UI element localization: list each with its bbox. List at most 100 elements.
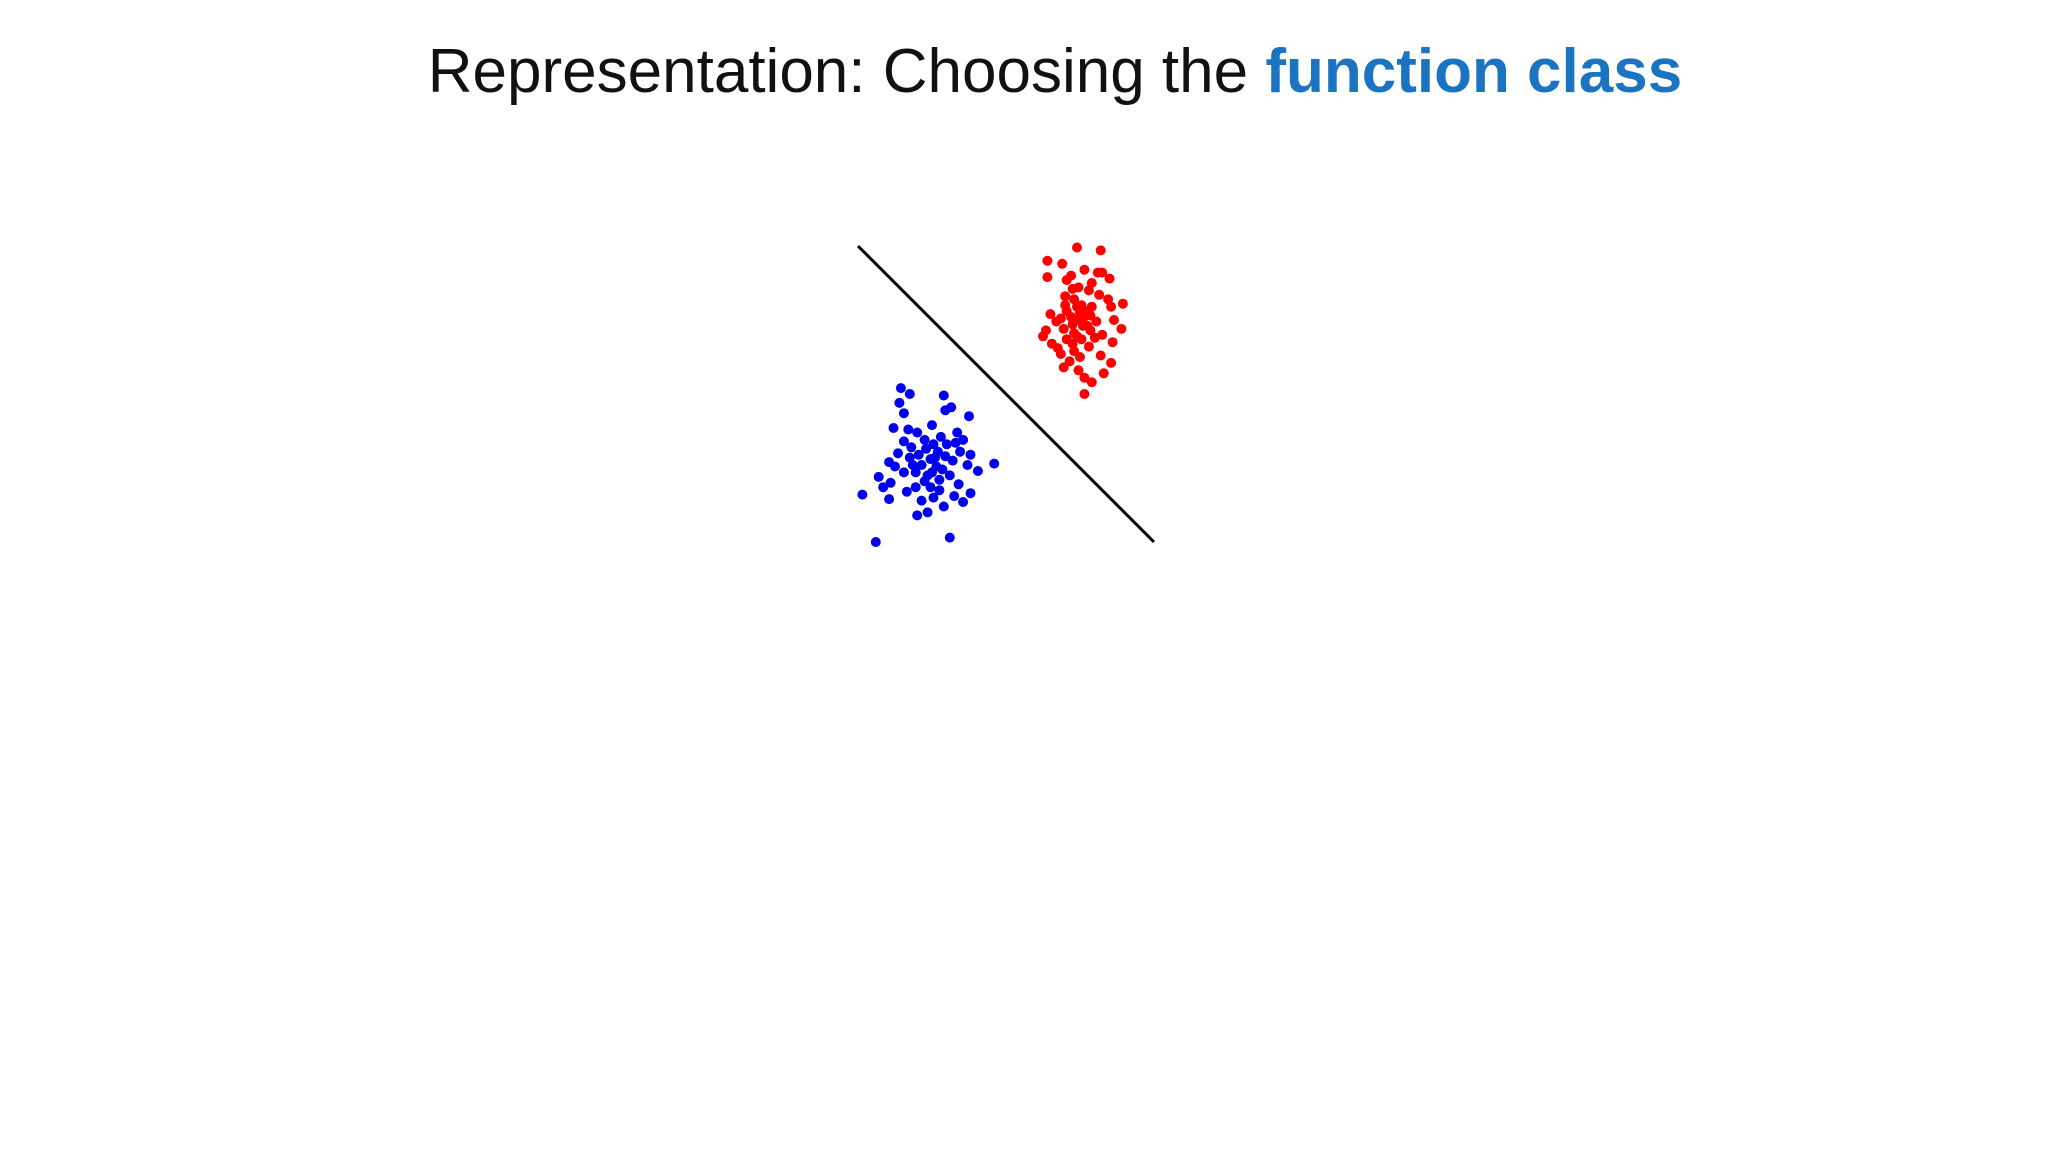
scatter-point <box>1042 255 1053 266</box>
scatter-point <box>1082 320 1093 331</box>
scatter-point <box>1069 346 1080 357</box>
decision-boundary-line <box>856 244 1156 544</box>
scatter-point <box>935 431 946 442</box>
scatter-point <box>1086 278 1097 288</box>
scatter-point <box>955 446 966 457</box>
scatter-point <box>1073 365 1084 376</box>
scatter-point <box>885 477 896 488</box>
scatter-point <box>878 482 889 493</box>
scatter-point <box>903 424 914 435</box>
scatter-point <box>1042 272 1053 283</box>
scatter-point <box>1045 309 1056 320</box>
scatter-point <box>1051 316 1062 327</box>
title-highlight: function class <box>1265 37 1683 106</box>
scatter-point <box>962 460 973 470</box>
scatter-point <box>930 452 940 463</box>
scatter-point <box>919 434 930 445</box>
scatter-point <box>898 408 909 419</box>
scatter-point <box>1072 242 1082 253</box>
scatter-point <box>907 460 918 470</box>
scatter-point <box>894 397 905 408</box>
scatter-point <box>1061 334 1072 345</box>
scatter-point <box>1079 264 1090 275</box>
scatter-point <box>927 420 937 431</box>
scatter-point <box>922 507 933 518</box>
scatter-point <box>940 451 951 462</box>
scatter-point <box>1079 389 1090 399</box>
scatter-point <box>1116 323 1127 334</box>
scatter-point <box>1058 323 1069 334</box>
scatter-point <box>944 532 955 543</box>
scatter-point <box>895 383 906 394</box>
scatter-point <box>1072 331 1082 342</box>
scatter-point <box>912 427 923 438</box>
scatter-point <box>944 470 955 481</box>
scatter-point <box>928 492 939 503</box>
decision-boundary-layer <box>856 244 1156 544</box>
scatter-point <box>952 427 963 438</box>
scatter-point <box>1067 319 1078 330</box>
scatter-point <box>950 437 961 448</box>
points-layer <box>857 242 1128 547</box>
scatter-point <box>901 486 912 497</box>
scatter-point <box>1086 301 1097 312</box>
scatter-point <box>898 436 909 447</box>
scatter-point <box>857 489 868 500</box>
scatter-point <box>1086 377 1097 388</box>
scatter-point <box>1097 267 1108 278</box>
scatter-point <box>934 485 945 496</box>
scatter-point <box>893 448 903 459</box>
scatter-point <box>890 461 900 472</box>
scatter-point <box>904 389 915 399</box>
scatter-point <box>910 482 921 493</box>
scatter-point <box>898 467 909 478</box>
scatter-point <box>947 455 958 466</box>
scatter-point <box>1095 245 1106 256</box>
scatter-point <box>916 495 927 506</box>
scatter-point <box>927 467 937 478</box>
scatter-point <box>941 439 952 450</box>
scatter-point <box>964 411 974 422</box>
scatter-point <box>965 449 976 460</box>
scatter-point <box>906 442 917 453</box>
scatter-point <box>1094 289 1105 300</box>
title-prefix: Representation: Choosing the <box>427 37 1266 106</box>
scatter-point <box>1106 301 1117 312</box>
slide-title: Representation: Choosing the function cl… <box>0 34 2048 110</box>
scatter-point <box>1085 310 1096 321</box>
scatter-point <box>1052 343 1063 354</box>
scatter-point <box>1107 337 1118 348</box>
scatter-series-1 <box>857 383 1000 547</box>
scatter-point <box>1058 362 1069 373</box>
scatter-point <box>1075 307 1085 318</box>
scatter-point <box>938 501 949 512</box>
scatter-point <box>1109 315 1119 325</box>
scatter-point <box>1067 283 1078 294</box>
scatter-point <box>1117 298 1128 309</box>
scatter-point <box>934 474 945 485</box>
scatter-point <box>884 494 895 505</box>
scatter-point <box>1079 372 1090 383</box>
scatter-point <box>989 458 1000 469</box>
scatter-series-0 <box>1038 242 1128 399</box>
scatter-point <box>916 460 927 470</box>
scatter-point <box>912 510 923 521</box>
scatter-point <box>940 405 951 416</box>
scatter-point <box>1061 275 1072 285</box>
scatter-point <box>938 390 949 401</box>
scatter-point <box>972 466 983 476</box>
scatter-point <box>1106 357 1117 368</box>
scatter-point <box>965 488 976 499</box>
scatter-point <box>925 482 936 493</box>
scatter-point <box>888 423 899 433</box>
scatter-point <box>921 443 932 454</box>
scatter-point <box>953 479 964 490</box>
scatter-point <box>913 449 924 460</box>
scatter-point <box>1057 258 1068 269</box>
scatter-point <box>1089 332 1100 343</box>
scatter-point <box>958 497 969 507</box>
scatter-point <box>937 464 948 475</box>
scatter-point <box>1095 350 1106 361</box>
